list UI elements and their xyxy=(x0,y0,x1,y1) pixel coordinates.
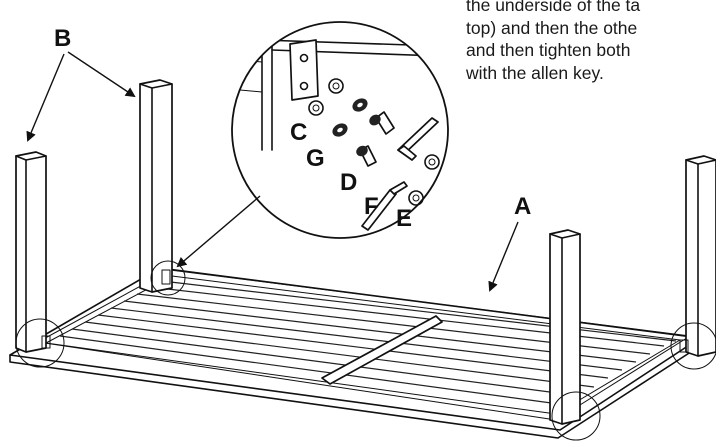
callout-b-arrow-left xyxy=(26,53,65,142)
allen-key-icon xyxy=(361,181,408,231)
washer-icon xyxy=(328,78,344,94)
callout-label-e: E xyxy=(396,205,412,232)
instruction-line-4: with the allen key. xyxy=(466,62,604,83)
leg-back-right xyxy=(685,155,716,357)
hardware-parts xyxy=(308,78,440,231)
callout-label-g: G xyxy=(306,145,325,172)
corner-highlight-circles xyxy=(15,260,716,441)
callout-label-f: F xyxy=(364,193,379,220)
instruction-text: the underside of the ta top) and then th… xyxy=(466,0,716,84)
table-legs xyxy=(15,79,716,425)
detail-magnifier: C G D F E xyxy=(231,21,449,239)
leg-front-right xyxy=(549,229,581,425)
callout-label-c: C xyxy=(290,119,307,146)
callout-label-a: A xyxy=(514,193,531,220)
bolt-icon xyxy=(356,145,377,167)
center-brace xyxy=(321,315,443,385)
table-slats xyxy=(59,280,677,406)
instruction-line-1: the underside of the ta xyxy=(466,0,641,15)
leg-front-left xyxy=(15,151,47,353)
detail-leader-line xyxy=(176,195,261,268)
table-top xyxy=(9,267,701,439)
bolt-icon xyxy=(369,111,395,135)
callout-label-b: B xyxy=(54,25,71,52)
callout-a-arrow xyxy=(488,221,519,292)
callout-b-arrow-right xyxy=(67,51,136,98)
instruction-line-3: and then tighten both xyxy=(466,40,631,60)
instruction-line-2: top) and then the othe xyxy=(466,17,638,38)
allen-key-icon xyxy=(397,117,439,161)
washer-icon xyxy=(408,190,424,206)
lock-washer-icon xyxy=(352,98,368,112)
washer-icon xyxy=(308,100,324,116)
washer-icon xyxy=(424,154,440,170)
leg-back-left xyxy=(139,79,173,293)
callout-label-d: D xyxy=(340,169,357,196)
lock-washer-icon xyxy=(332,123,348,137)
